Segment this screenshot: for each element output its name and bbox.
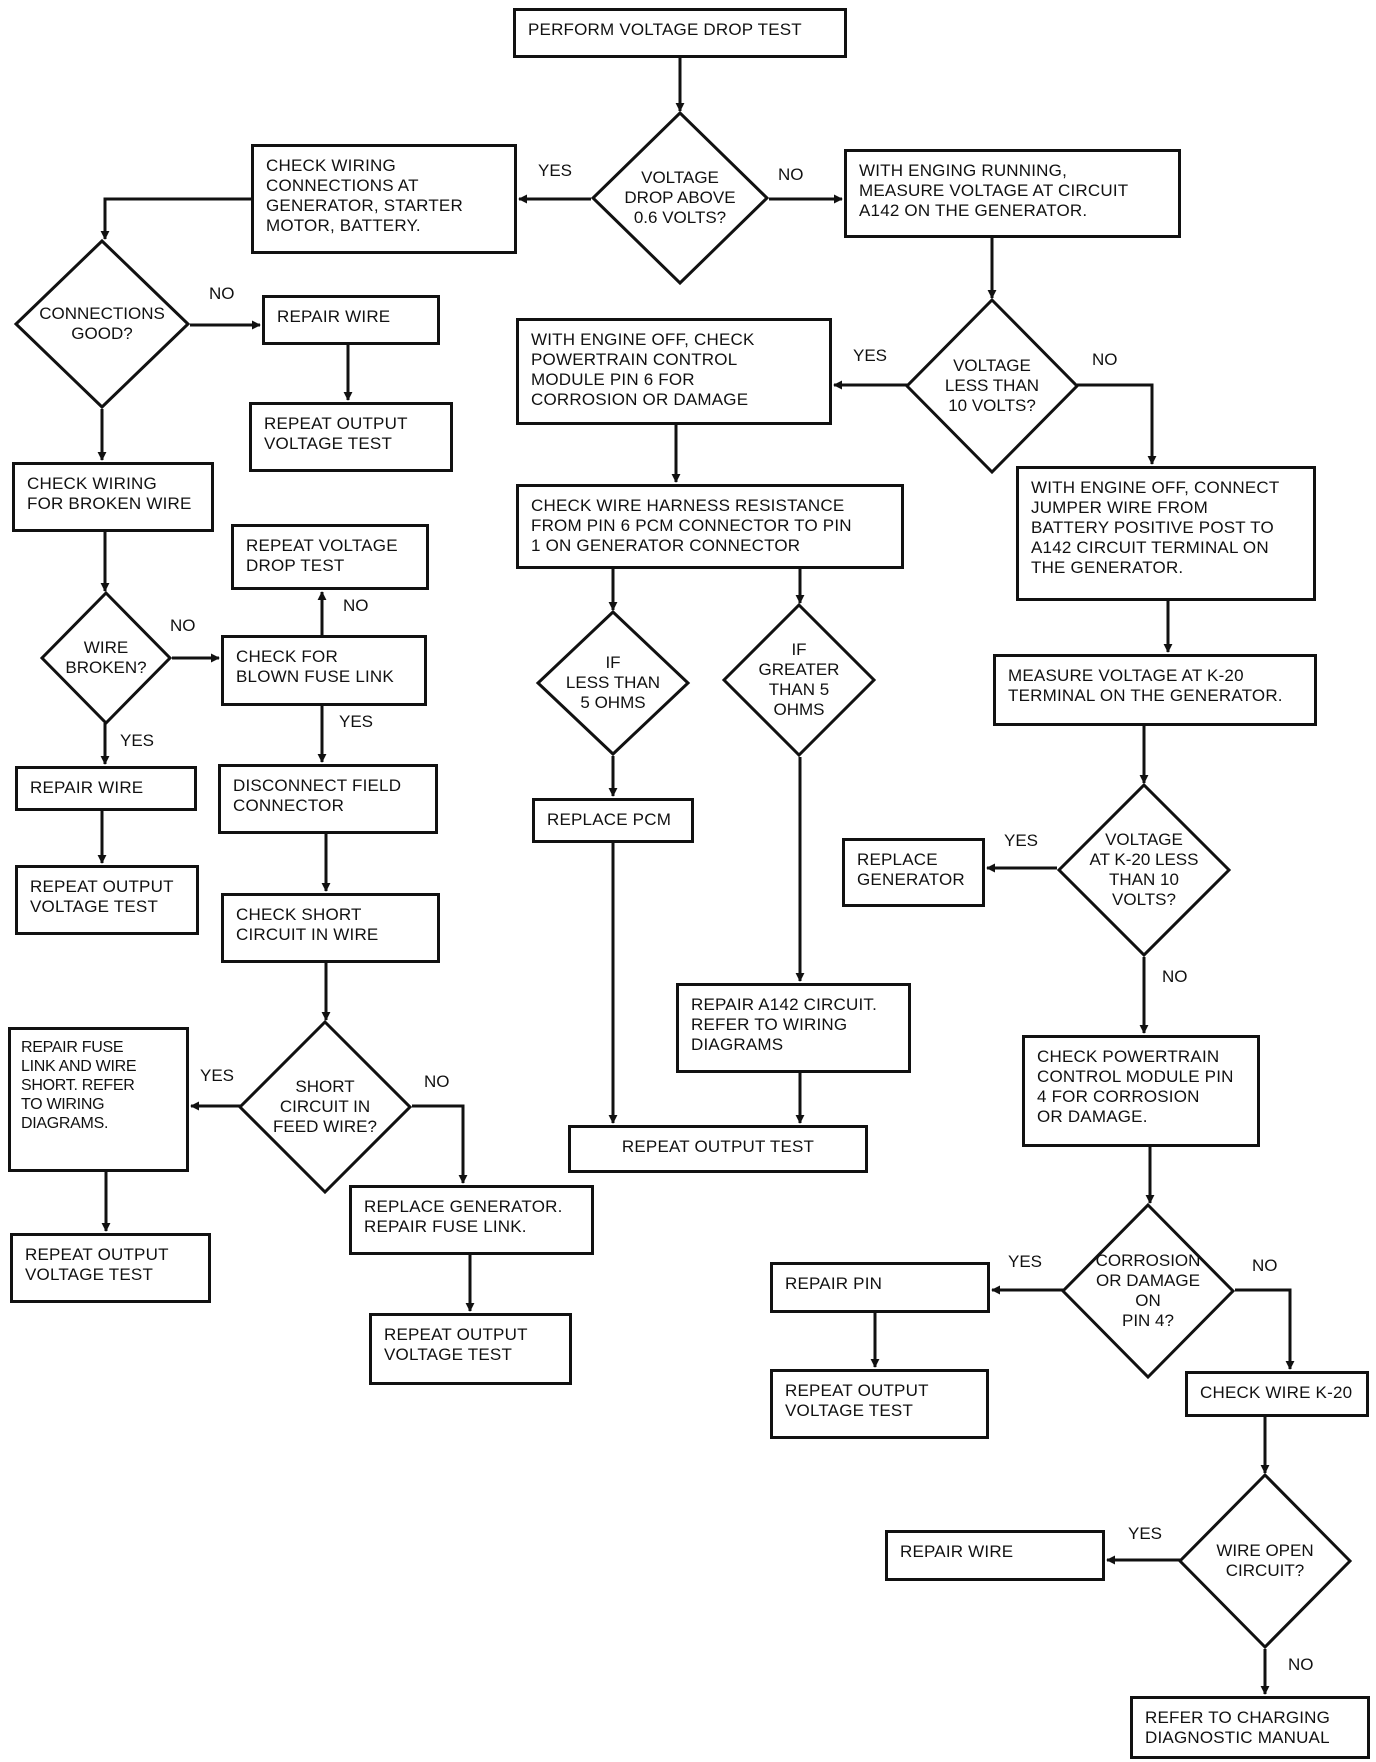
decision-diamond-shape: [1060, 1202, 1236, 1380]
no-label: NO: [424, 1072, 450, 1091]
yes-label: YES: [1008, 1252, 1043, 1271]
decision-diamond-shape: [535, 609, 691, 757]
yes-label: YES: [1128, 1524, 1163, 1543]
repeat-voltage-drop-test-box: REPEAT VOLTAGE DROP TEST: [231, 524, 429, 590]
decision-diamond-shape: [904, 297, 1080, 475]
yes-label: YES: [339, 712, 374, 731]
check-short-circuit-box: CHECK SHORT CIRCUIT IN WIRE: [221, 893, 440, 963]
yes-label: YES: [853, 346, 888, 365]
decision-diamond-shape: [1177, 1472, 1353, 1650]
no-label: NO: [343, 596, 369, 615]
connector-arrow: [412, 1104, 468, 1184]
repeat-output-voltage-test-box-4: REPEAT OUTPUT VOLTAGE TEST: [369, 1313, 572, 1385]
check-blown-fuse-box: CHECK FOR BLOWN FUSE LINK: [221, 635, 427, 706]
connector-arrow: [100, 197, 251, 240]
repair-wire-box-3: REPAIR WIRE: [885, 1530, 1105, 1581]
start-box: PERFORM VOLTAGE DROP TEST: [513, 8, 847, 58]
refer-charging-manual-box: REFER TO CHARGING DIAGNOSTIC MANUAL: [1130, 1696, 1370, 1759]
yes-label: YES: [538, 161, 573, 180]
yes-label: YES: [1004, 831, 1039, 850]
check-wire-k20-box: CHECK WIRE K-20: [1185, 1371, 1369, 1417]
replace-generator-repair-fuse-box: REPLACE GENERATOR. REPAIR FUSE LINK.: [349, 1185, 594, 1255]
decision-diamond-shape: [13, 238, 191, 410]
connector-arrow: [1235, 1288, 1295, 1370]
repeat-output-voltage-test-box-3: REPEAT OUTPUT VOLTAGE TEST: [10, 1233, 211, 1303]
replace-generator-box: REPLACE GENERATOR: [842, 838, 985, 907]
decision-diamond-shape: [1056, 782, 1232, 958]
engine-off-jumper-box: WITH ENGINE OFF, CONNECT JUMPER WIRE FRO…: [1016, 466, 1316, 601]
yes-label: YES: [120, 731, 155, 750]
yes-label: YES: [200, 1066, 235, 1085]
no-label: NO: [209, 284, 235, 303]
disconnect-field-connector-box: DISCONNECT FIELD CONNECTOR: [218, 764, 438, 834]
no-label: NO: [1252, 1256, 1278, 1275]
no-label: NO: [1092, 350, 1118, 369]
repair-wire-box-2: REPAIR WIRE: [15, 766, 197, 811]
repeat-output-voltage-test-box-2: REPEAT OUTPUT VOLTAGE TEST: [15, 865, 199, 935]
no-label: NO: [1162, 967, 1188, 986]
check-wiring-connections-box: CHECK WIRING CONNECTIONS AT GENERATOR, S…: [251, 144, 517, 254]
decision-diamond-shape: [590, 110, 770, 286]
repair-wire-box-1: REPAIR WIRE: [262, 295, 440, 345]
check-pcm-pin4-box: CHECK POWERTRAIN CONTROL MODULE PIN 4 FO…: [1022, 1035, 1260, 1147]
replace-pcm-box: REPLACE PCM: [532, 798, 694, 843]
repeat-output-test-box: REPEAT OUTPUT TEST: [568, 1125, 868, 1173]
repeat-output-voltage-test-box-1: REPEAT OUTPUT VOLTAGE TEST: [249, 402, 453, 472]
decision-diamond-shape: [237, 1019, 413, 1195]
repair-fuse-link-wire-box: REPAIR FUSE LINK AND WIRE SHORT. REFER T…: [8, 1027, 189, 1172]
no-label: NO: [778, 165, 804, 184]
check-harness-resistance-box: CHECK WIRE HARNESS RESISTANCE FROM PIN 6…: [516, 484, 904, 569]
check-broken-wire-box: CHECK WIRING FOR BROKEN WIRE: [12, 462, 214, 532]
measure-k20-box: MEASURE VOLTAGE AT K-20 TERMINAL ON THE …: [993, 654, 1317, 726]
repair-pin-box: REPAIR PIN: [770, 1262, 990, 1313]
repeat-output-voltage-test-box-5: REPEAT OUTPUT VOLTAGE TEST: [770, 1369, 989, 1439]
repair-a142-box: REPAIR A142 CIRCUIT. REFER TO WIRING DIA…: [676, 983, 911, 1073]
connector-arrow: [1077, 383, 1157, 465]
no-label: NO: [170, 616, 196, 635]
engine-running-measure-box: WITH ENGING RUNNING, MEASURE VOLTAGE AT …: [844, 149, 1181, 238]
no-label: NO: [1288, 1655, 1314, 1674]
decision-diamond-shape: [39, 590, 173, 726]
engine-off-check-pcm-box: WITH ENGINE OFF, CHECK POWERTRAIN CONTRO…: [516, 318, 832, 425]
decision-diamond-shape: [721, 602, 877, 758]
